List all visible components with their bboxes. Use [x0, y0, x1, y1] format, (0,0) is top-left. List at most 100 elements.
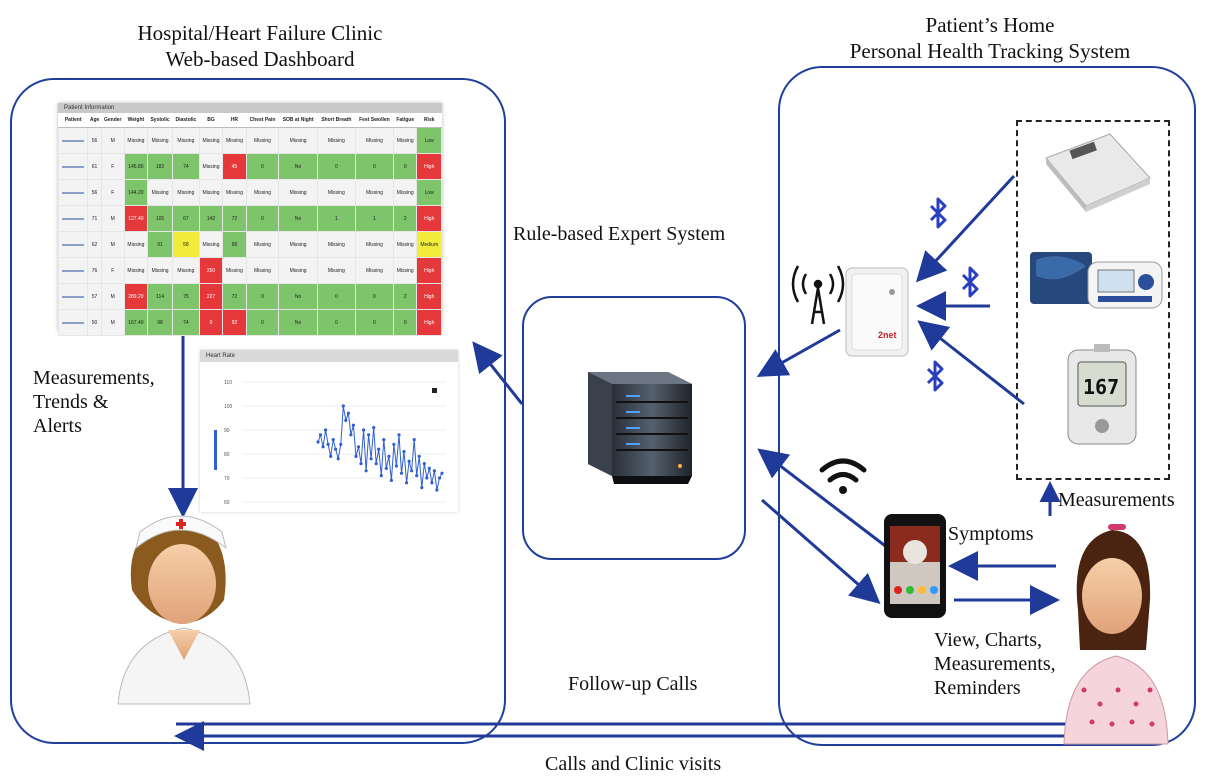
table-cell: 127.40 [123, 205, 149, 232]
patient-link-placeholder[interactable] [62, 139, 85, 142]
table-cell: 145.80 [123, 153, 149, 180]
patient-link-placeholder[interactable] [62, 321, 85, 324]
phone-to-server-arrow [757, 448, 889, 550]
heart-rate-point [364, 469, 368, 473]
patient-table-caption: Patient Information [58, 103, 442, 113]
table-cell: Missing [171, 257, 200, 284]
cell-tower-icon [791, 265, 845, 325]
nurse-avatar [117, 515, 251, 705]
patient-link-placeholder[interactable] [62, 217, 85, 220]
table-cell: Missing [222, 127, 247, 154]
patient-link-placeholder[interactable] [62, 269, 85, 272]
heart-rate-point [407, 459, 411, 463]
view-charts-line3: Reminders [934, 677, 1021, 699]
table-cell: 0 [354, 153, 395, 180]
server-to-dashboard-arrow [472, 341, 524, 405]
table-cell: Low [416, 127, 442, 154]
patient-avatar [1063, 524, 1169, 745]
smartphone-device [884, 514, 946, 618]
table-cell: 0 [316, 309, 356, 336]
table-cell: F [100, 257, 125, 284]
heart-rate-point [326, 442, 330, 446]
table-cell: 0 [245, 205, 280, 232]
heart-rate-point [382, 438, 386, 442]
patient-link-placeholder[interactable] [62, 165, 85, 168]
table-cell: Missing [147, 179, 173, 206]
y-tick-label: 90 [224, 428, 230, 434]
heart-rate-point [341, 404, 345, 408]
table-cell: 57 [87, 283, 102, 310]
table-cell: 74 [171, 309, 200, 336]
heart-rate-point [356, 445, 361, 449]
table-cell: Missing [393, 179, 418, 206]
table-cell: 91 [147, 231, 173, 258]
table-cell: 0 [245, 283, 280, 310]
table-cell: High [416, 205, 442, 232]
patient-link[interactable] [57, 205, 89, 232]
table-cell: 0 [198, 309, 224, 336]
hospital-panel [10, 78, 506, 744]
table-cell: 0 [316, 283, 356, 310]
heart-rate-point [387, 454, 391, 458]
mta-line3: Alerts [33, 415, 82, 437]
bluetooth-icon [929, 197, 947, 229]
heart-rate-point [331, 438, 335, 442]
y-tick-label: 80 [224, 452, 230, 458]
heart-rate-point [440, 471, 444, 475]
heart-rate-point [422, 462, 426, 466]
table-cell: Missing [123, 127, 149, 154]
table-cell: 2 [393, 205, 418, 232]
y-tick-label: 110 [224, 380, 232, 386]
heart-rate-point [334, 447, 338, 451]
table-cell: 0 [393, 153, 418, 180]
home-title-line2: Personal Health Tracking System [849, 39, 1131, 63]
server-icon [588, 372, 692, 484]
table-cell: Missing [354, 231, 395, 258]
table-cell: No [278, 283, 318, 310]
heart-rate-point [351, 423, 355, 427]
patient-link[interactable] [57, 283, 89, 310]
table-cell: 0 [245, 309, 280, 336]
rule-based-label: Rule-based Expert System [513, 223, 726, 245]
heart-rate-point [405, 481, 409, 485]
heart-rate-point [420, 486, 424, 490]
patient-link-placeholder[interactable] [62, 295, 85, 298]
measurements-label: Measurements [1058, 489, 1175, 511]
patient-link-placeholder[interactable] [62, 191, 85, 194]
table-cell: 0 [393, 309, 418, 336]
table-cell: 68 [222, 231, 247, 258]
symptoms-label: Symptoms [948, 523, 1034, 545]
glucometer-to-hub-arrow [917, 320, 1025, 406]
table-cell: 250 [198, 257, 224, 284]
hub-device: 2net [845, 267, 909, 357]
table-cell: Missing [245, 179, 280, 206]
heart-rate-point [374, 462, 378, 466]
calls-visits-label: Calls and Clinic visits [545, 753, 722, 775]
heart-rate-point [324, 428, 328, 432]
glucometer-reading: 167 [1083, 375, 1119, 399]
table-cell: Missing [222, 179, 247, 206]
view-charts-line1: View, Charts, [934, 629, 1043, 651]
table-cell: Missing [354, 257, 395, 284]
table-cell: Missing [278, 127, 318, 154]
home-panel [778, 66, 1196, 746]
heart-rate-point [336, 457, 340, 461]
patient-link[interactable] [57, 153, 89, 180]
table-cell: 0 [354, 309, 395, 336]
hospital-title-line2: Web-based Dashboard [165, 47, 355, 71]
y-axis-label-marker [214, 430, 217, 470]
hospital-title-line1: Hospital/Heart Failure Clinic [137, 21, 383, 45]
patient-link[interactable] [57, 309, 89, 336]
home-title: Patient’s Home Personal Health Tracking … [820, 12, 1160, 64]
heart-rate-point [362, 428, 366, 432]
patient-link-placeholder[interactable] [62, 243, 85, 246]
view-charts-line2: Measurements, [934, 653, 1056, 675]
home-title-line1: Patient’s Home [925, 13, 1055, 37]
table-cell: 2 [393, 283, 418, 310]
patient-link[interactable] [57, 127, 89, 154]
table-cell: 50 [87, 309, 102, 336]
